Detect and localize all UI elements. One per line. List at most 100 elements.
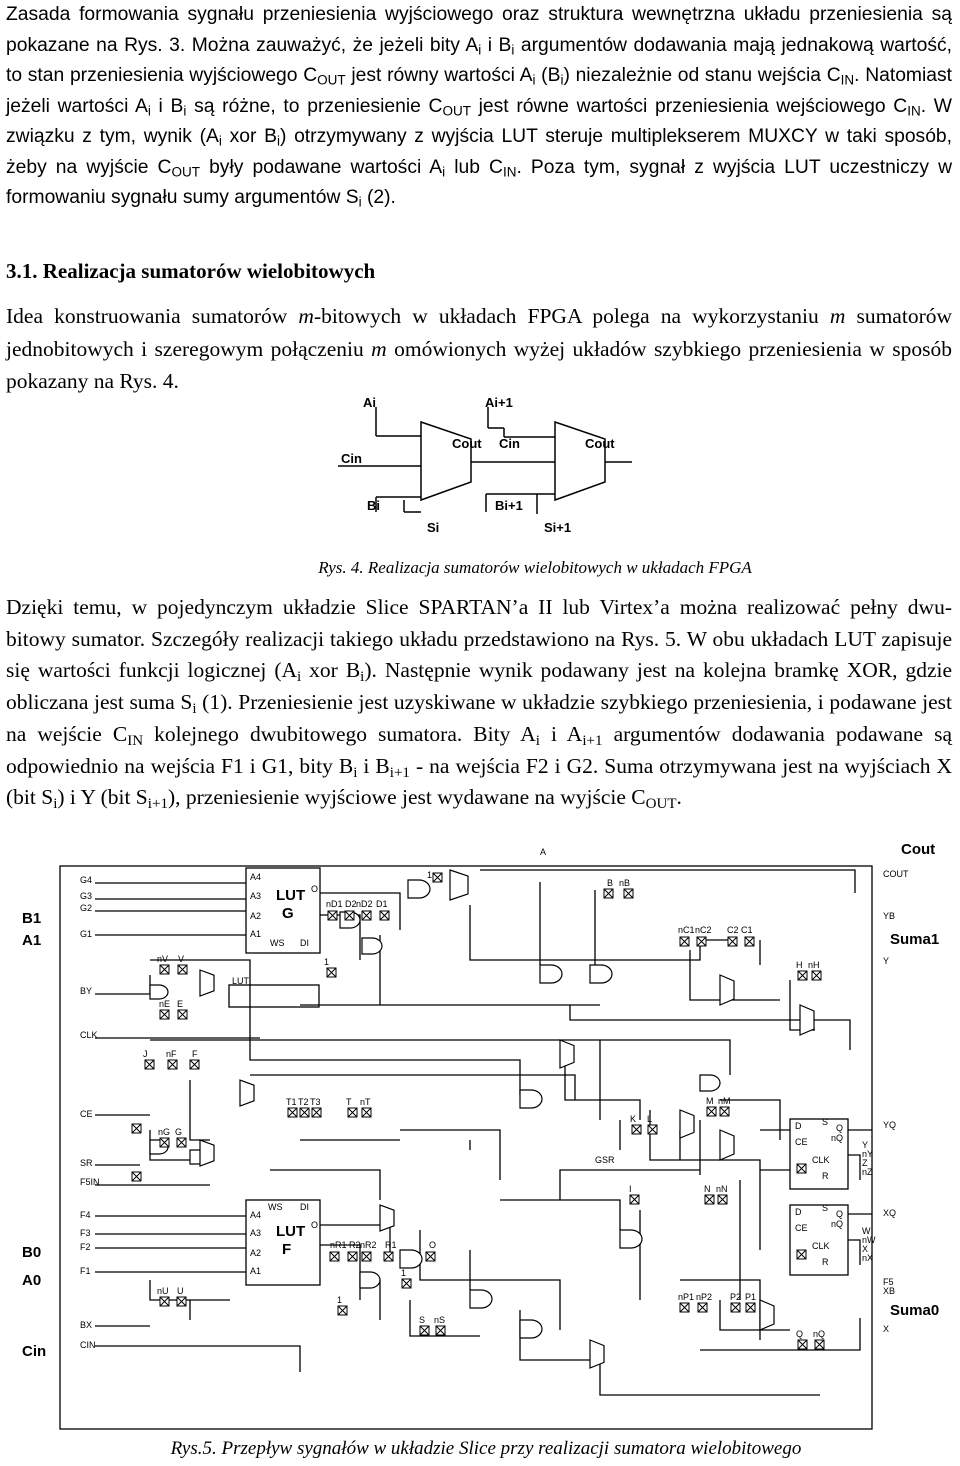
- intro-paragraph: Zasada formowania sygnału przeniesienia …: [6, 4, 953, 210]
- config-cell-48-cross: [730, 1302, 741, 1313]
- pin-label-bx: BX: [80, 1320, 92, 1330]
- pin-label-cin: CIN: [80, 1340, 96, 1350]
- ff-bottom-r: R: [822, 1257, 829, 1267]
- output-y: Y: [883, 956, 889, 966]
- config-cell-53-cross: [796, 1249, 807, 1260]
- cfg-label-c1: C1: [741, 925, 753, 935]
- lut-f-title: LUT: [276, 1223, 305, 1240]
- ff-bottom-out-nw: nW: [862, 1235, 876, 1245]
- lut-g-pin-2: A2: [250, 911, 261, 921]
- cfg-label-nf: nF: [166, 1049, 177, 1059]
- ff-bottom-ce: CE: [795, 1223, 808, 1233]
- cfg-label-s: S: [419, 1315, 425, 1325]
- figure-4-diagram: Ai Ai+1 Cin Cout Cin Cout Bi Bi+1 Si Si+…: [338, 395, 632, 535]
- config-cell-29-cross: [719, 1106, 730, 1117]
- config-cell-11-cross: [744, 936, 755, 947]
- fig4-bi: Bi: [367, 498, 380, 513]
- mux-5: [719, 1129, 735, 1161]
- pin-label-g2: G2: [80, 903, 92, 913]
- cfg-label-d2: D2: [345, 899, 357, 909]
- config-cell-9-cross: [696, 936, 707, 947]
- cfg-label-t2: T2: [298, 1097, 309, 1107]
- cfg-label-nc1: nC1: [678, 925, 695, 935]
- multibit-adder-paragraph: Idea konstruowania sumatorów m-bitowych …: [6, 304, 953, 393]
- cfg-label-nr1: nR1: [330, 1240, 347, 1250]
- cout-label: Cout: [901, 841, 935, 858]
- cfg-label-gx: G: [175, 1127, 182, 1137]
- cfg-label-e: E: [177, 999, 183, 1009]
- figure-4-caption: Rys. 4. Realizacja sumatorów wielobitowy…: [318, 558, 752, 577]
- mux-11: [239, 1079, 255, 1107]
- config-cell-35-cross: [329, 1251, 340, 1262]
- cfg-label-nn: nN: [716, 1184, 728, 1194]
- cfg-label-nb: nB: [619, 878, 630, 888]
- cfg-label-nu: nU: [157, 1286, 169, 1296]
- config-cell-4-cross: [344, 910, 355, 921]
- config-cell-25-cross: [361, 1107, 372, 1118]
- cfg-label-l: L: [647, 1114, 652, 1124]
- ff-top-out-y: Y: [862, 1140, 868, 1150]
- cfg-label-m: M: [706, 1096, 714, 1106]
- pin-label-f3: F3: [80, 1228, 91, 1238]
- gate-13: [149, 984, 169, 1000]
- cfg-label-one-a: 1: [427, 870, 432, 880]
- cfg-label-nm: nM: [718, 1096, 731, 1106]
- lut-g-di: DI: [300, 938, 309, 948]
- ff-bottom-clk: CLK: [812, 1241, 830, 1251]
- mux-8: [589, 1339, 605, 1369]
- gate-6: [519, 1089, 543, 1109]
- lut-f-pin-2: A2: [250, 1248, 261, 1258]
- output-f5: F5: [883, 1277, 894, 1287]
- pin-label-g4: G4: [80, 875, 92, 885]
- gate-9: [469, 1289, 493, 1309]
- config-cell-55-cross: [131, 1171, 142, 1182]
- pin-label-clk: CLK: [80, 1030, 98, 1040]
- fig4-si: Si: [427, 520, 439, 535]
- cfg-label-nq: nQ: [813, 1329, 825, 1339]
- gate-7: [359, 1271, 381, 1289]
- section-heading: 3.1. Realizacja sumatorów wielobitowych: [6, 259, 376, 283]
- mux-3: [559, 1039, 575, 1069]
- cfg-label-c2: C2: [727, 925, 739, 935]
- gate-8: [399, 1249, 423, 1269]
- output-yq: YQ: [883, 1120, 896, 1130]
- cfg-label-b: B: [607, 878, 613, 888]
- gate-5: [699, 1074, 721, 1092]
- ff-bottom-out-x: X: [862, 1244, 868, 1254]
- cfg-label-ns: nS: [434, 1315, 445, 1325]
- b1-label: B1: [22, 910, 41, 927]
- output-xb: XB: [883, 1286, 895, 1296]
- config-cell-17-cross: [177, 1009, 188, 1020]
- config-cell-44-cross: [419, 1325, 430, 1336]
- ff-top-out-ny: nY: [862, 1149, 873, 1159]
- ff-top-box: [789, 1118, 849, 1190]
- cfg-label-j: J: [143, 1049, 148, 1059]
- lut-g-ws: WS: [270, 938, 285, 948]
- mux-10: [199, 969, 215, 997]
- cfg-label-one-c: 1: [401, 1268, 406, 1278]
- a1-label: A1: [22, 932, 41, 949]
- gate-11: [619, 1229, 643, 1249]
- cfg-label-t: T: [346, 1097, 352, 1107]
- suma0-label: Suma0: [890, 1302, 939, 1319]
- config-cell-20-cross: [189, 1059, 200, 1070]
- config-cell-1-cross: [603, 888, 614, 899]
- cfg-label-nr2: nR2: [360, 1240, 377, 1250]
- pin-label-g1: G1: [80, 929, 92, 939]
- suma1-label: Suma1: [890, 931, 939, 948]
- pin-label-sr: SR: [80, 1158, 93, 1168]
- ff-top-out-z: Z: [862, 1158, 868, 1168]
- ff-top-ce: CE: [795, 1137, 808, 1147]
- cfg-label-nt: nT: [360, 1097, 371, 1107]
- carry-mux-1: [420, 420, 472, 502]
- cfg-label-u: U: [177, 1286, 184, 1296]
- mux-6: [199, 1139, 215, 1167]
- cfg-label-gsr: GSR: [595, 1155, 615, 1165]
- lut-mid-box: [228, 984, 320, 1008]
- config-cell-23-cross: [311, 1107, 322, 1118]
- gate-2: [407, 879, 431, 899]
- config-cell-54-cross: [131, 1123, 142, 1134]
- lut-g-pin-3: A1: [250, 929, 261, 939]
- fig4-cout-right: Cout: [585, 436, 615, 451]
- ff-bottom-q: Q: [836, 1209, 843, 1219]
